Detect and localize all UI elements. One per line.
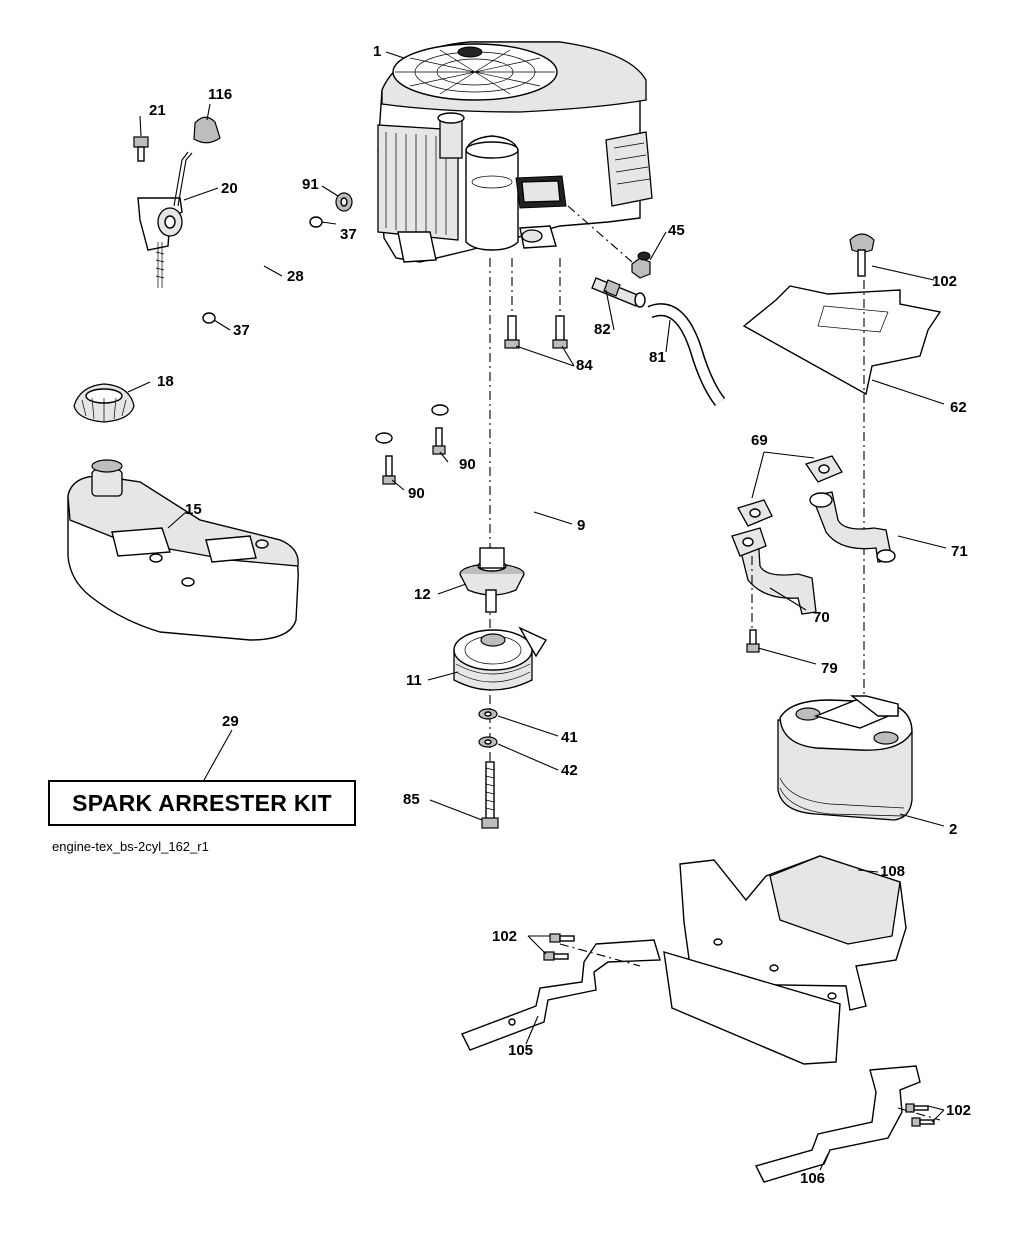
- callout-70: 70: [813, 609, 830, 626]
- callout-29: 29: [222, 713, 239, 730]
- callout-18: 18: [157, 373, 174, 390]
- callout-28: 28: [287, 268, 304, 285]
- callout-105: 105: [508, 1042, 534, 1059]
- heat-shield-62-illustration: [742, 285, 942, 396]
- leader-lines: [127, 51, 947, 1171]
- callout-85: 85: [403, 791, 420, 808]
- clutch-11-illustration: [453, 626, 548, 691]
- muffler-2-illustration: [777, 695, 913, 821]
- callout-11: 11: [406, 672, 422, 689]
- bracket-centerline-1: [559, 943, 641, 967]
- callout-15: 15: [185, 501, 202, 518]
- spark-arrester-kit-label: SPARK ARRESTER KIT: [72, 789, 332, 816]
- engine-illustration: [377, 41, 653, 263]
- washers-illustration: [478, 708, 498, 748]
- callout-62: 62: [950, 399, 967, 416]
- callout-20: 20: [221, 180, 238, 197]
- callout-90-lower: 90: [408, 485, 425, 502]
- knob-116-illustration: [193, 116, 221, 144]
- callout-108: 108: [880, 863, 906, 880]
- bracket-105-illustration: [461, 939, 661, 1051]
- callout-71: 71: [951, 543, 968, 560]
- callout-106: 106: [800, 1170, 826, 1187]
- fitting-82-illustration: [591, 277, 646, 308]
- bracket-9-illustration: [375, 404, 554, 530]
- nut-91-illustration: [335, 192, 353, 212]
- fuel-tank-illustration: [67, 459, 299, 641]
- callout-2: 2: [949, 821, 958, 838]
- callout-84: 84: [576, 357, 593, 374]
- gaskets-69-illustration: [737, 455, 843, 527]
- diagram-file-name: engine-tex_bs-2cyl_162_r1: [52, 839, 209, 854]
- hose-81-illustration: [647, 303, 726, 406]
- bolts-102-right-illustration: [905, 1103, 935, 1127]
- callout-9: 9: [577, 517, 586, 534]
- spark-arrester-kit-box: SPARK ARRESTER KIT: [48, 780, 356, 826]
- callout-42: 42: [561, 762, 578, 779]
- callout-81: 81: [649, 349, 666, 366]
- callout-37-upper: 37: [340, 226, 357, 243]
- bolts-90-illustration: [382, 427, 446, 485]
- callout-90-upper: 90: [459, 456, 476, 473]
- bolt-21-illustration: [133, 136, 149, 162]
- exhaust-pipe-71-illustration: [809, 491, 896, 563]
- callout-82: 82: [594, 321, 611, 338]
- knob-bolt-102-illustration: [849, 233, 875, 277]
- callout-79: 79: [821, 660, 838, 677]
- pulley-12-illustration: [459, 547, 525, 613]
- callout-41: 41: [561, 729, 578, 746]
- bolts-102-left-illustration: [543, 933, 575, 961]
- callout-37-lower: 37: [233, 322, 250, 339]
- bracket-centerline-2: [897, 1107, 941, 1121]
- fuel-line-illustration: [202, 216, 323, 324]
- nut-45-illustration: [631, 251, 651, 279]
- fuel-valve-illustration: [137, 151, 193, 288]
- callout-91: 91: [302, 176, 319, 193]
- callout-102-right: 102: [946, 1102, 972, 1119]
- callout-102-left: 102: [492, 928, 518, 945]
- callout-116: 116: [208, 86, 233, 103]
- bolt-79-illustration: [746, 629, 760, 653]
- callout-1: 1: [373, 43, 382, 60]
- fitting-centerline: [567, 205, 633, 263]
- bolt-85-illustration: [481, 761, 499, 829]
- callout-45: 45: [668, 222, 685, 239]
- callout-102-shield: 102: [932, 273, 958, 290]
- callout-12: 12: [414, 586, 431, 603]
- exhaust-pipe-70-illustration: [731, 527, 817, 615]
- engine-shield-108-illustration: [663, 855, 907, 1065]
- bracket-106-illustration: [754, 1065, 921, 1183]
- fuel-cap-illustration: [73, 383, 135, 423]
- callout-69: 69: [751, 432, 768, 449]
- mount-bolts-84-illustration: [504, 315, 568, 349]
- callout-21: 21: [149, 102, 166, 119]
